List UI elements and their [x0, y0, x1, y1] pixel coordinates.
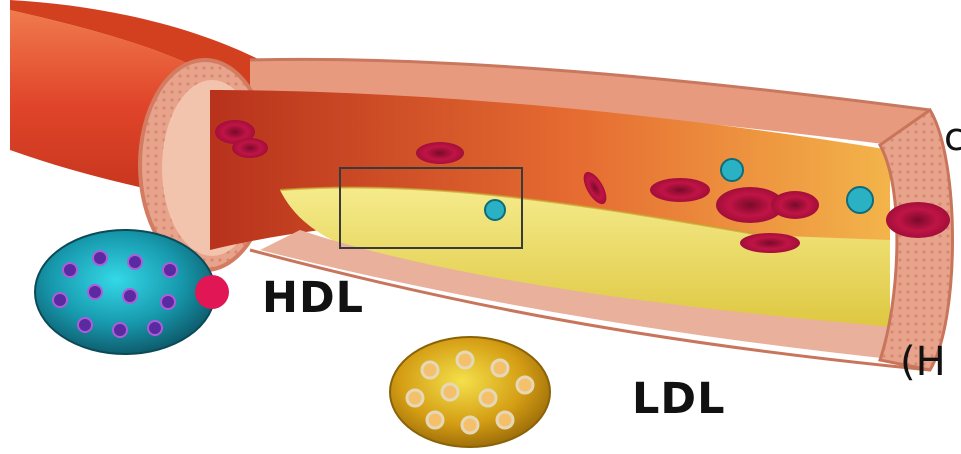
cropped-text-top: c [944, 118, 961, 156]
hdl-label: HDL [262, 277, 364, 320]
artery-cut-ring-right [880, 110, 953, 370]
cropped-text-bottom: (H [900, 342, 946, 382]
ldl-label: LDL [632, 378, 726, 421]
ldl-particle [390, 337, 550, 447]
